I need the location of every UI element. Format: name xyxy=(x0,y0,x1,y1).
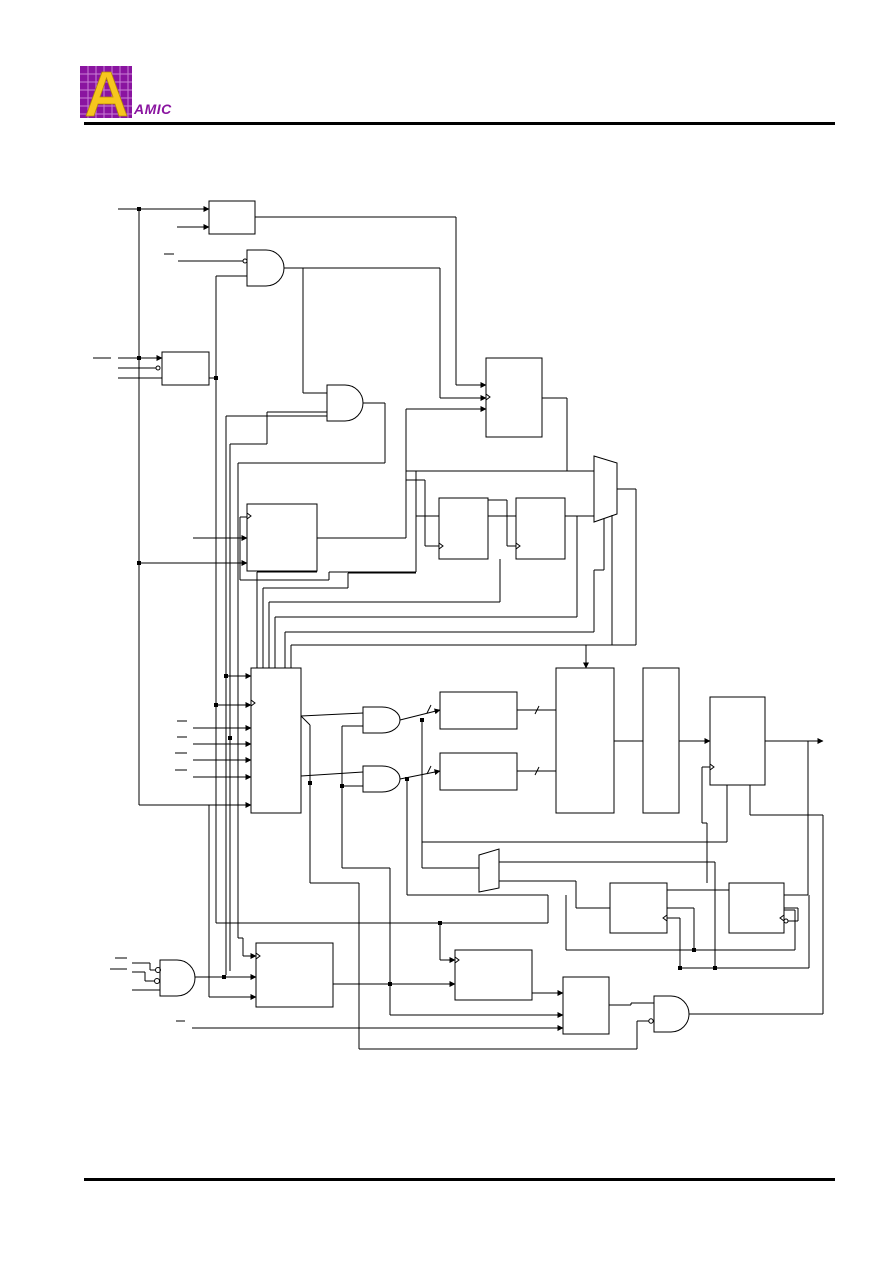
block-flipflop-1 xyxy=(609,882,668,934)
block-memory-array xyxy=(555,667,615,814)
block-timer xyxy=(255,942,334,1008)
header-rule xyxy=(84,122,835,125)
footer-rule xyxy=(84,1178,835,1181)
mux-upper xyxy=(593,455,618,523)
block-sense-amp xyxy=(642,667,680,814)
inverter-bubble xyxy=(648,1018,654,1024)
block-state-machine xyxy=(250,667,302,814)
amic-logo xyxy=(80,66,132,118)
and-gate-6 xyxy=(653,995,690,1033)
block-latch-lower xyxy=(454,949,533,1001)
inverter-bubble xyxy=(154,978,160,984)
and-gate-4 xyxy=(362,765,401,793)
block-output-buffer xyxy=(709,696,766,786)
mux-lower xyxy=(478,848,500,893)
block-address-latch xyxy=(485,357,543,438)
and-gate-1 xyxy=(246,249,285,287)
block-top-register xyxy=(208,200,256,235)
block-flipflop-2 xyxy=(728,882,785,934)
inverter-bubble xyxy=(242,258,248,264)
block-counter-b xyxy=(515,497,566,560)
and-gate-5 xyxy=(159,959,196,997)
block-control-register xyxy=(246,503,318,572)
inverter-bubble xyxy=(155,365,161,371)
company-name: AMIC xyxy=(134,101,172,117)
and-gate-2 xyxy=(326,384,364,422)
block-latch-small xyxy=(562,976,610,1035)
block-data-reg-2 xyxy=(439,752,518,791)
inverter-bubble xyxy=(155,967,161,973)
block-input-buffer xyxy=(161,351,210,386)
inverter-bubble xyxy=(783,918,789,924)
block-counter-a xyxy=(438,497,489,560)
and-gate-3 xyxy=(362,706,401,734)
block-data-reg-1 xyxy=(439,691,518,730)
